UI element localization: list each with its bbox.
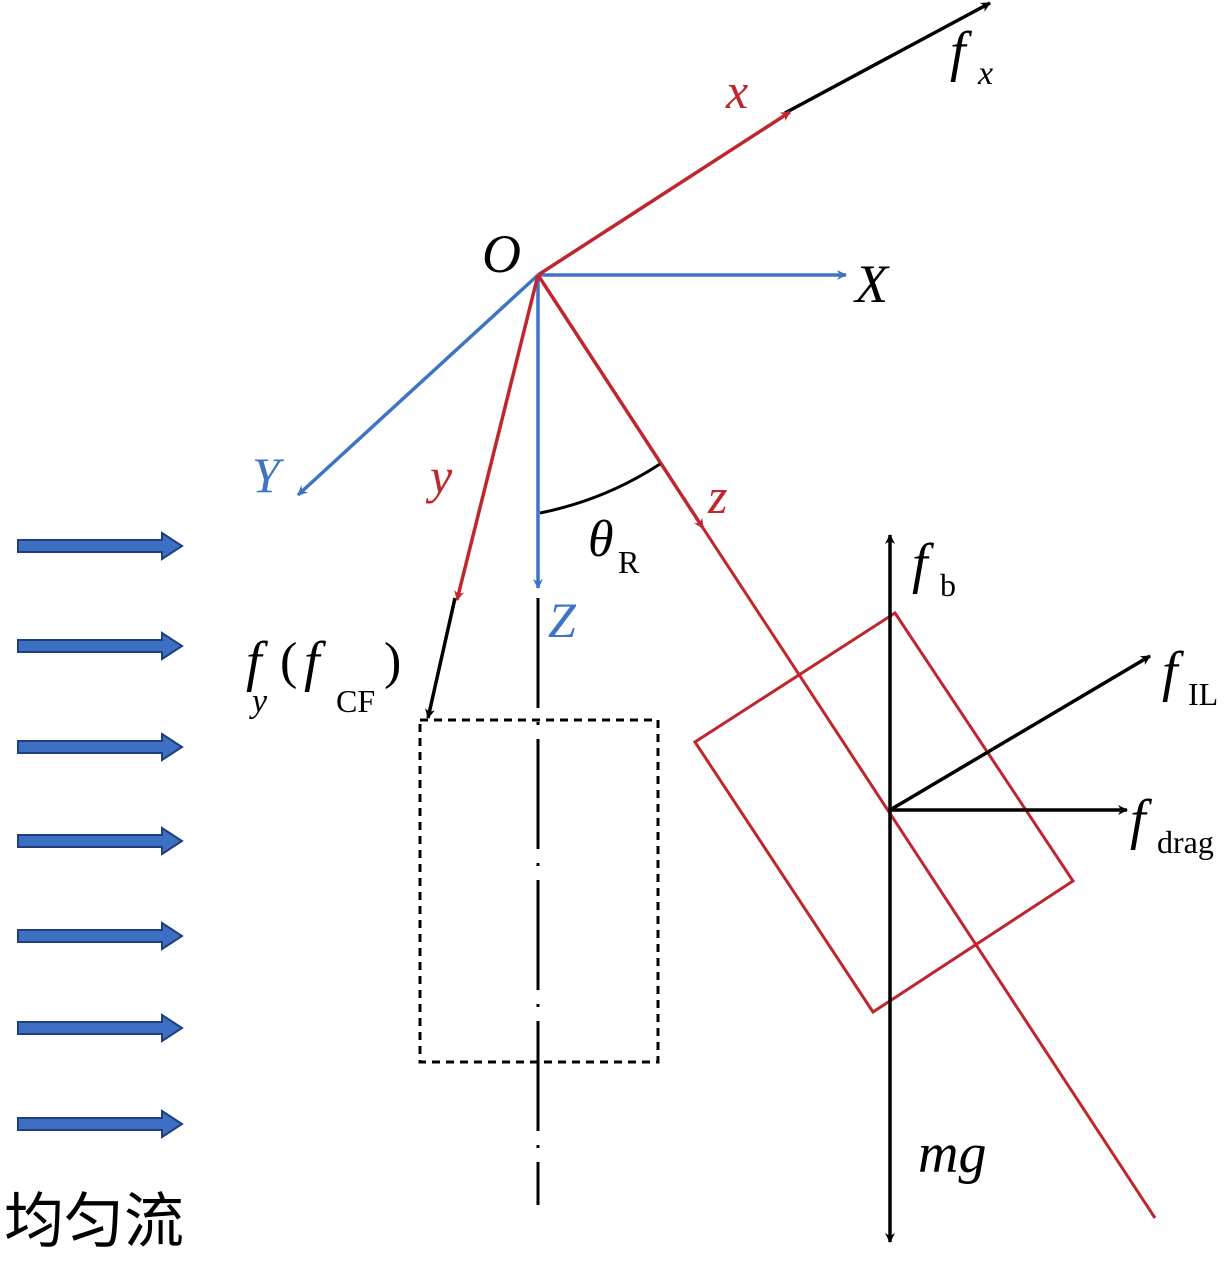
fx-label: f xyxy=(950,21,973,83)
global-y-axis xyxy=(296,273,540,497)
fil-label: f xyxy=(1162,641,1185,703)
mg-label: mg xyxy=(918,1123,986,1185)
theta-subscript: R xyxy=(618,544,640,580)
fil-force-arrow xyxy=(889,654,1151,812)
fy-force-arrow xyxy=(425,597,457,719)
rotated-body-rectangle xyxy=(692,610,1076,1015)
global-z-label: Z xyxy=(548,592,577,648)
body-z-extension xyxy=(701,527,1157,1219)
fdrag-label: f xyxy=(1130,789,1153,851)
fy-subscript: y xyxy=(249,683,268,720)
flow-arrow xyxy=(17,531,184,561)
fcf-subscript: CF xyxy=(336,683,375,719)
flow-arrow xyxy=(17,1109,184,1139)
fb-label: f xyxy=(912,533,935,595)
fb-subscript: b xyxy=(940,567,956,603)
body-z-label: z xyxy=(707,468,727,524)
fdrag-subscript: drag xyxy=(1157,824,1214,860)
fil-subscript: IL xyxy=(1188,676,1218,712)
fcf-close-paren: ) xyxy=(384,633,401,690)
uniform-flow-label: 均匀流 xyxy=(4,1187,184,1257)
flow-arrow xyxy=(17,826,184,856)
fcf-open-paren: ( xyxy=(280,633,297,690)
theta-label: θ xyxy=(588,511,614,568)
global-x-label: X xyxy=(853,254,890,314)
equilibrium-rectangle xyxy=(418,718,660,1064)
origin-label: O xyxy=(482,224,521,284)
uniform-flow-arrows xyxy=(17,531,184,1139)
flow-arrow xyxy=(17,921,184,951)
flow-arrow xyxy=(17,631,184,661)
body-y-label: y xyxy=(425,448,453,504)
flow-arrow xyxy=(17,732,184,762)
body-x-axis xyxy=(537,110,791,277)
fx-force-arrow xyxy=(784,1,991,115)
fx-subscript: x xyxy=(977,55,993,92)
global-y-label: Y xyxy=(252,447,285,503)
body-x-label: x xyxy=(725,63,748,119)
body-z-axis xyxy=(536,274,705,529)
fcf-label: f xyxy=(304,631,327,693)
body-y-axis xyxy=(454,274,540,601)
theta-angle-arc xyxy=(539,462,661,515)
flow-arrow xyxy=(17,1013,184,1043)
